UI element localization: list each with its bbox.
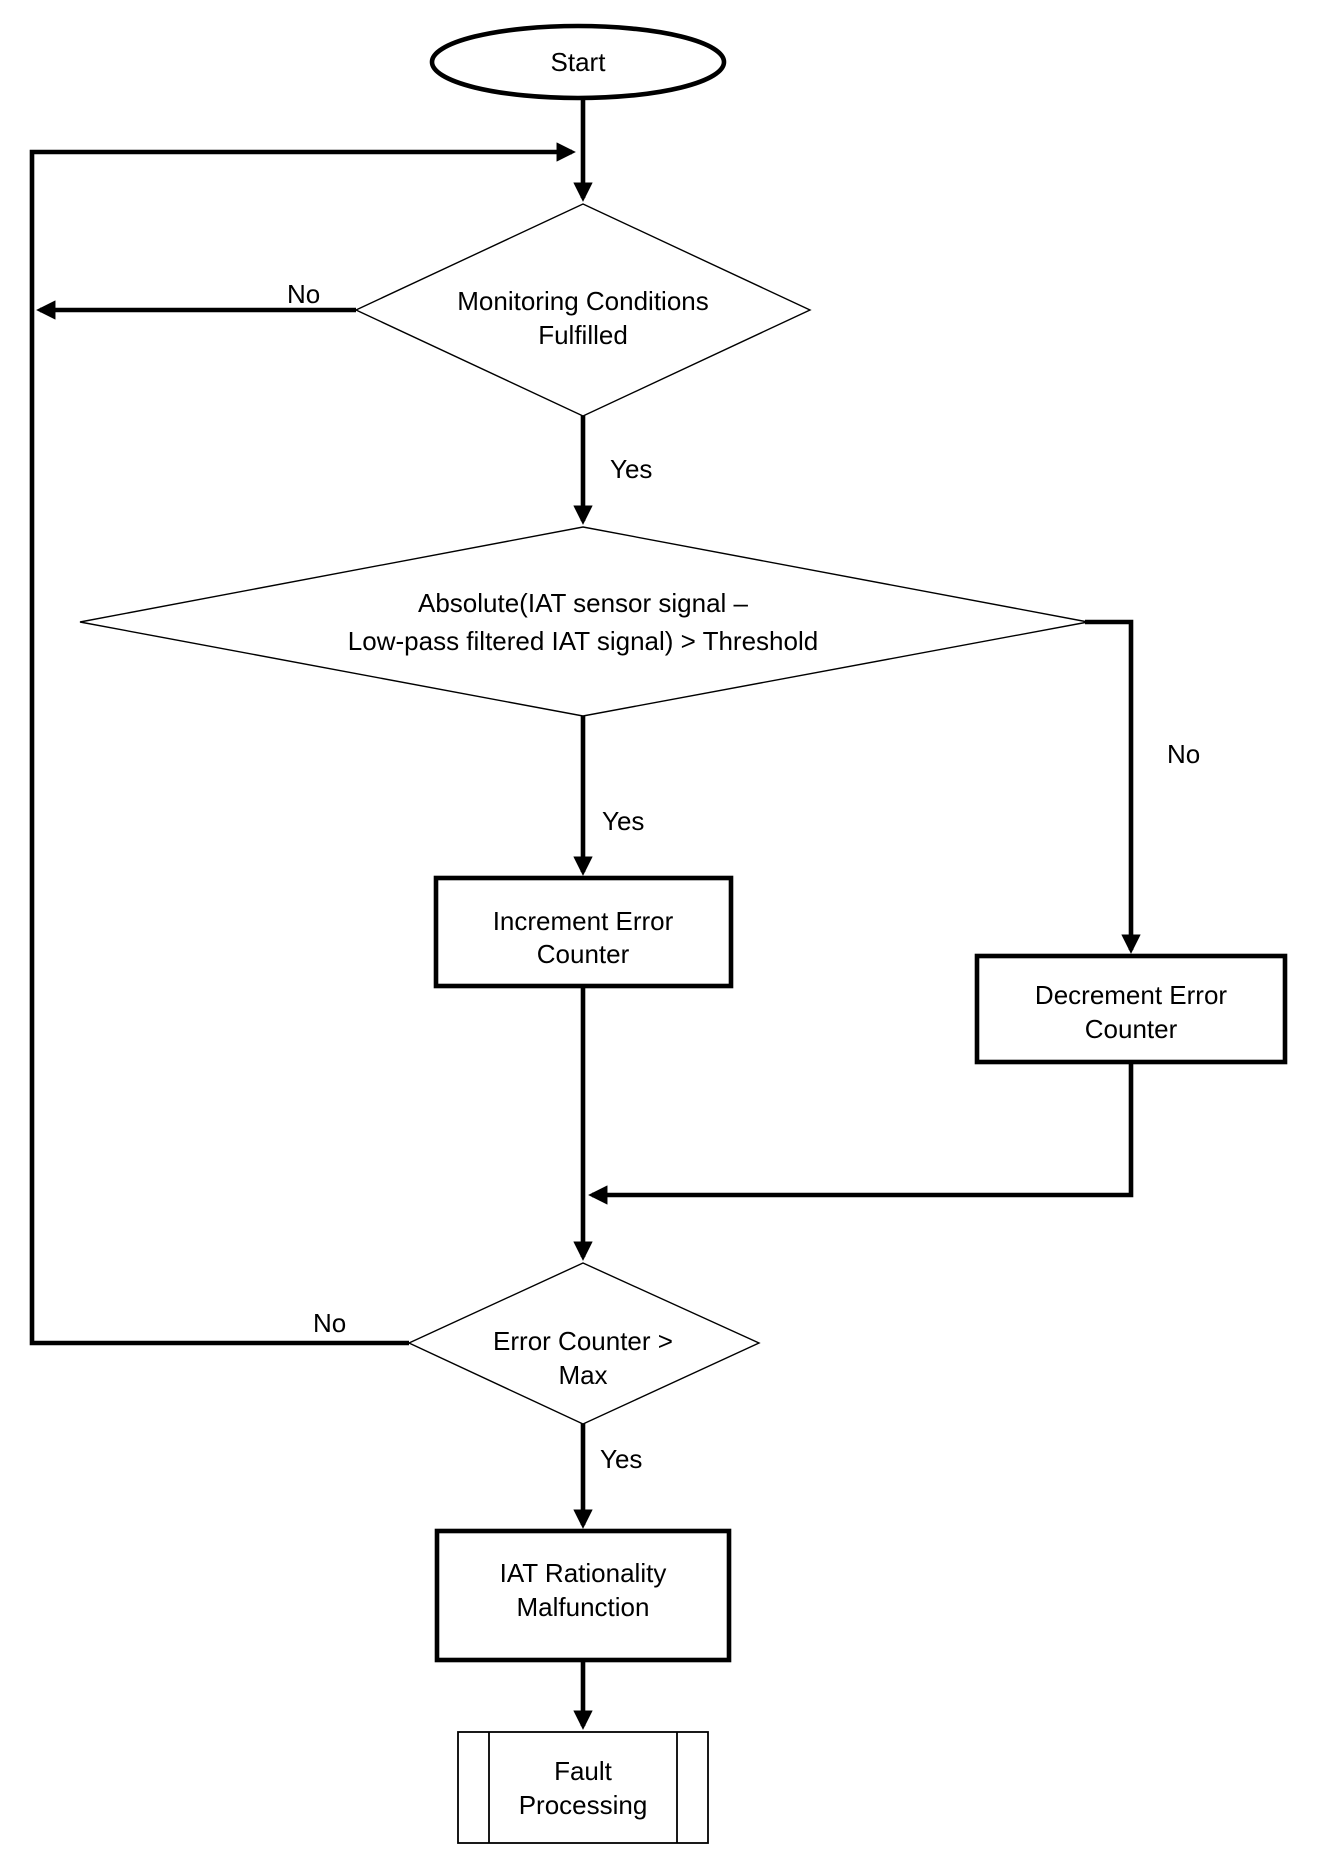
decrement-error-counter-process: Decrement Error Counter [974, 953, 1288, 1065]
increment-error-counter-label-line2: Counter [537, 939, 630, 969]
start-node: Start [429, 23, 727, 101]
fault-processing-subroutine: Fault Processing [457, 1731, 709, 1844]
monitoring-conditions-diamond-shape [354, 203, 812, 417]
start-terminator-shape [429, 23, 727, 101]
increment-error-counter-label-line1: Increment Error [493, 906, 674, 936]
fault-processing-box-shape [457, 1731, 709, 1844]
decrement-error-counter-box-shape [974, 953, 1288, 1065]
monitoring-no-label: No [287, 279, 320, 309]
error-counter-max-decision: Error Counter > Max [407, 1262, 761, 1425]
iat-rationality-malfunction-process: IAT Rationality Malfunction [434, 1528, 732, 1663]
fault-processing-label-line2: Processing [519, 1790, 648, 1820]
monitoring-conditions-decision: Monitoring Conditions Fulfilled [354, 203, 812, 417]
errorcounter-yes-label: Yes [600, 1444, 642, 1474]
signal-threshold-label-line1: Absolute(IAT sensor signal – [418, 588, 749, 618]
edge-threshold-no [1085, 619, 1141, 954]
signal-threshold-diamond-shape [79, 526, 1089, 717]
monitoring-conditions-label-line1: Monitoring Conditions [457, 286, 708, 316]
signal-threshold-label-line2: Low-pass filtered IAT signal) > Threshol… [348, 626, 818, 656]
errorcounter-no-label: No [313, 1308, 346, 1338]
iat-rationality-malfunction-box-shape [434, 1528, 732, 1663]
error-counter-max-label-line1: Error Counter > [493, 1326, 673, 1356]
start-label: Start [551, 47, 607, 77]
decrement-error-counter-label-line1: Decrement Error [1035, 980, 1227, 1010]
edge-decrement-to-merge [588, 1061, 1134, 1205]
increment-error-counter-box-shape [433, 875, 734, 989]
error-counter-max-diamond-shape [407, 1262, 761, 1425]
threshold-no-label: No [1167, 739, 1200, 769]
error-counter-max-label-line2: Max [558, 1360, 607, 1390]
increment-error-counter-process: Increment Error Counter [433, 875, 734, 989]
edge-errorcounter-no-loop [29, 142, 576, 1346]
threshold-yes-label: Yes [602, 806, 644, 836]
monitoring-conditions-label-line2: Fulfilled [538, 320, 628, 350]
iat-rationality-malfunction-label-line1: IAT Rationality [500, 1558, 667, 1588]
monitoring-yes-label: Yes [610, 454, 652, 484]
fault-processing-label-line1: Fault [554, 1756, 613, 1786]
decrement-error-counter-label-line2: Counter [1085, 1014, 1178, 1044]
iat-rationality-malfunction-label-line2: Malfunction [517, 1592, 650, 1622]
signal-threshold-decision: Absolute(IAT sensor signal – Low-pass fi… [79, 526, 1089, 717]
